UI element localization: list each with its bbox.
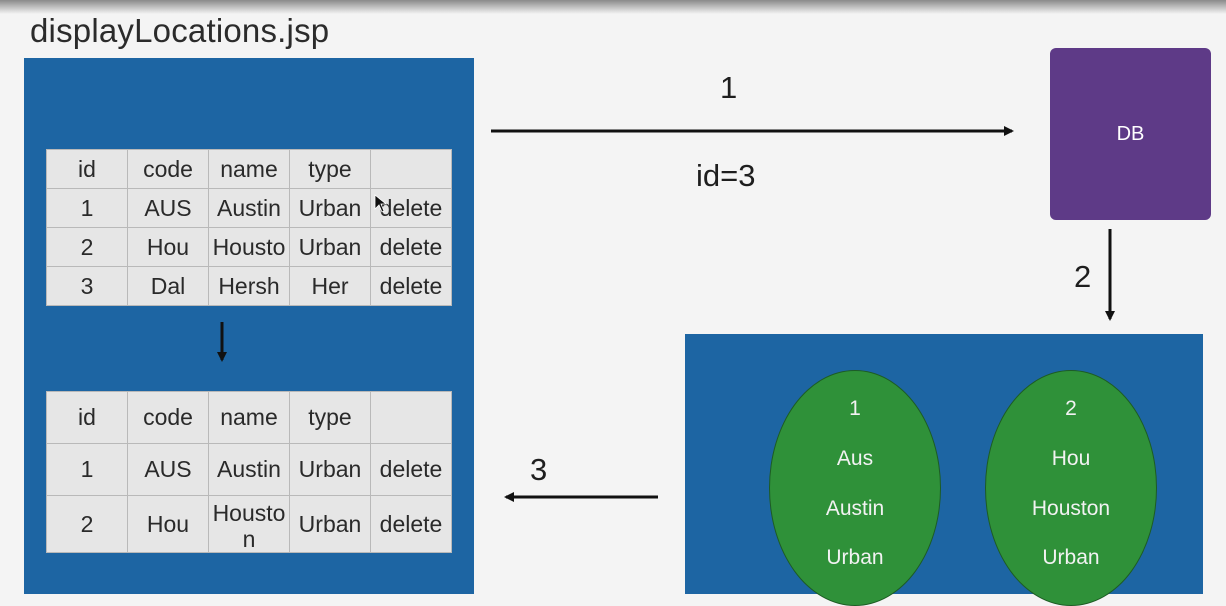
table-row: 3 Dal Hersh Her delete	[46, 266, 452, 306]
cell-code: Hou	[127, 495, 209, 553]
database-label: DB	[1116, 122, 1145, 145]
header-name: name	[208, 391, 290, 444]
cell-name: Housto	[208, 227, 290, 267]
delete-link[interactable]: delete	[370, 188, 452, 228]
step-2-label: 2	[1074, 259, 1092, 294]
cell-id: 1	[46, 188, 128, 228]
locations-table-before: id code name type 1 AUS Austin Urban del…	[46, 149, 452, 306]
record-id: 1	[849, 397, 861, 420]
record-oval: 1 Aus Austin Urban	[769, 370, 941, 606]
record-name: Austin	[825, 497, 885, 520]
record-type: Urban	[826, 546, 884, 569]
delete-link[interactable]: delete	[370, 495, 452, 553]
request-param-label: id=3	[696, 158, 756, 193]
table-header-row: id code name type	[46, 149, 452, 189]
record-code: Hou	[1051, 447, 1091, 470]
record-type: Urban	[1042, 546, 1100, 569]
record-oval: 2 Hou Houston Urban	[985, 370, 1157, 606]
top-shadow	[0, 0, 1226, 14]
delete-link[interactable]: delete	[370, 266, 452, 306]
cell-name: Austin	[208, 188, 290, 228]
table-row: 2 Hou Houston Urban delete	[46, 495, 452, 553]
header-action	[370, 391, 452, 444]
header-type: type	[289, 391, 371, 444]
cell-id: 1	[46, 443, 128, 496]
cell-type: Her	[289, 266, 371, 306]
database-box: DB	[1050, 48, 1211, 220]
record-id: 2	[1065, 397, 1077, 420]
cell-type: Urban	[289, 227, 371, 267]
page-title: displayLocations.jsp	[30, 12, 330, 49]
cell-id: 2	[46, 495, 128, 553]
cell-code: AUS	[127, 443, 209, 496]
cell-name: Hersh	[208, 266, 290, 306]
cell-code: Hou	[127, 227, 209, 267]
cell-name: Houston	[208, 495, 290, 553]
result-set-panel: 1 Aus Austin Urban 2 Hou Houston Urban	[685, 334, 1203, 606]
table-row: 1 AUS Austin Urban delete	[46, 443, 452, 496]
cell-name: Austin	[208, 443, 290, 496]
step-3-label: 3	[530, 452, 548, 487]
table-row: 2 Hou Housto Urban delete	[46, 227, 452, 267]
mouse-cursor-icon	[374, 194, 388, 213]
cell-code: Dal	[127, 266, 209, 306]
header-code: code	[127, 391, 209, 444]
record-code: Aus	[836, 447, 874, 470]
cell-id: 3	[46, 266, 128, 306]
table-row: 1 AUS Austin Urban delete	[46, 188, 452, 228]
cell-type: Urban	[289, 443, 371, 496]
header-type: type	[289, 149, 371, 189]
delete-link[interactable]: delete	[370, 227, 452, 267]
step-1-label: 1	[720, 70, 738, 105]
cell-type: Urban	[289, 188, 371, 228]
cell-id: 2	[46, 227, 128, 267]
table-header-row: id code name type	[46, 391, 452, 444]
cell-type: Urban	[289, 495, 371, 553]
cell-code: AUS	[127, 188, 209, 228]
record-name: Houston	[1031, 497, 1111, 520]
locations-table-after: id code name type 1 AUS Austin Urban del…	[46, 391, 452, 553]
